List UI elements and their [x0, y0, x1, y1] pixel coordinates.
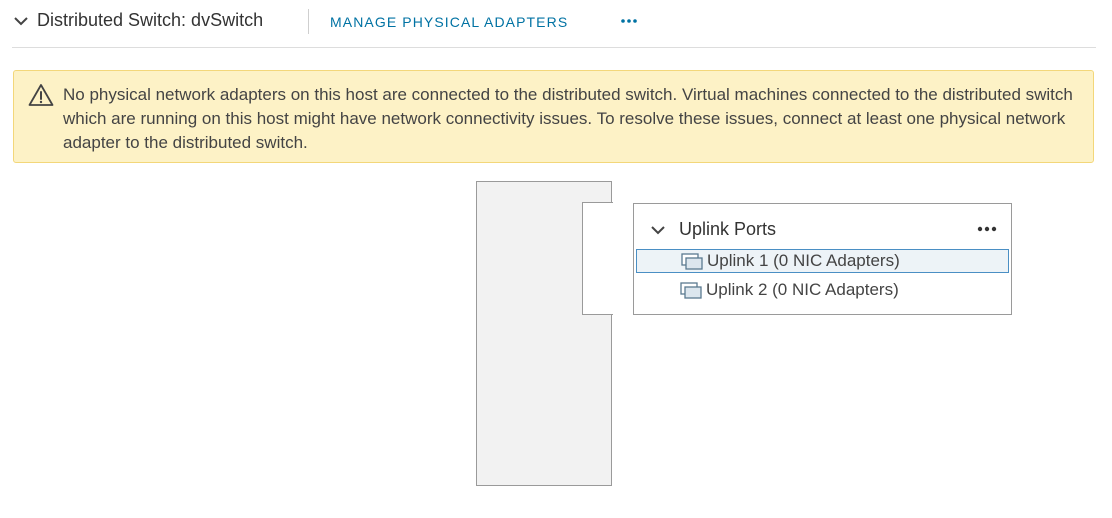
uplink-port-label: Uplink 2 (0 NIC Adapters): [706, 280, 899, 299]
switch-uplink-port-block: [582, 202, 613, 315]
uplink-ports-title: Uplink Ports: [679, 219, 777, 239]
uplink-port-icon: [681, 253, 703, 271]
uplink-port-icon: [680, 282, 702, 300]
uplink-port-label: Uplink 1 (0 NIC Adapters): [707, 251, 900, 270]
chevron-down-icon[interactable]: [650, 223, 666, 237]
uplink-ports-panel: Uplink Ports Uplink 1 (0 NIC Adapters): [633, 203, 1012, 315]
header-divider: [308, 9, 309, 34]
chevron-down-icon[interactable]: [12, 12, 30, 30]
uplink-more-actions-icon[interactable]: [974, 221, 1000, 237]
uplink-port-row-1[interactable]: Uplink 1 (0 NIC Adapters): [636, 249, 1009, 273]
more-actions-icon[interactable]: [616, 12, 642, 30]
warning-message: No physical network adapters on this hos…: [63, 85, 1073, 152]
warning-triangle-icon: [28, 83, 54, 107]
warning-banner: No physical network adapters on this hos…: [13, 70, 1094, 163]
manage-physical-adapters-link[interactable]: MANAGE PHYSICAL ADAPTERS: [330, 14, 569, 30]
switch-title: Distributed Switch: dvSwitch: [37, 10, 264, 30]
uplink-port-row-2[interactable]: Uplink 2 (0 NIC Adapters): [636, 279, 1009, 303]
switch-header: Distributed Switch: dvSwitch MANAGE PHYS…: [12, 0, 1096, 48]
